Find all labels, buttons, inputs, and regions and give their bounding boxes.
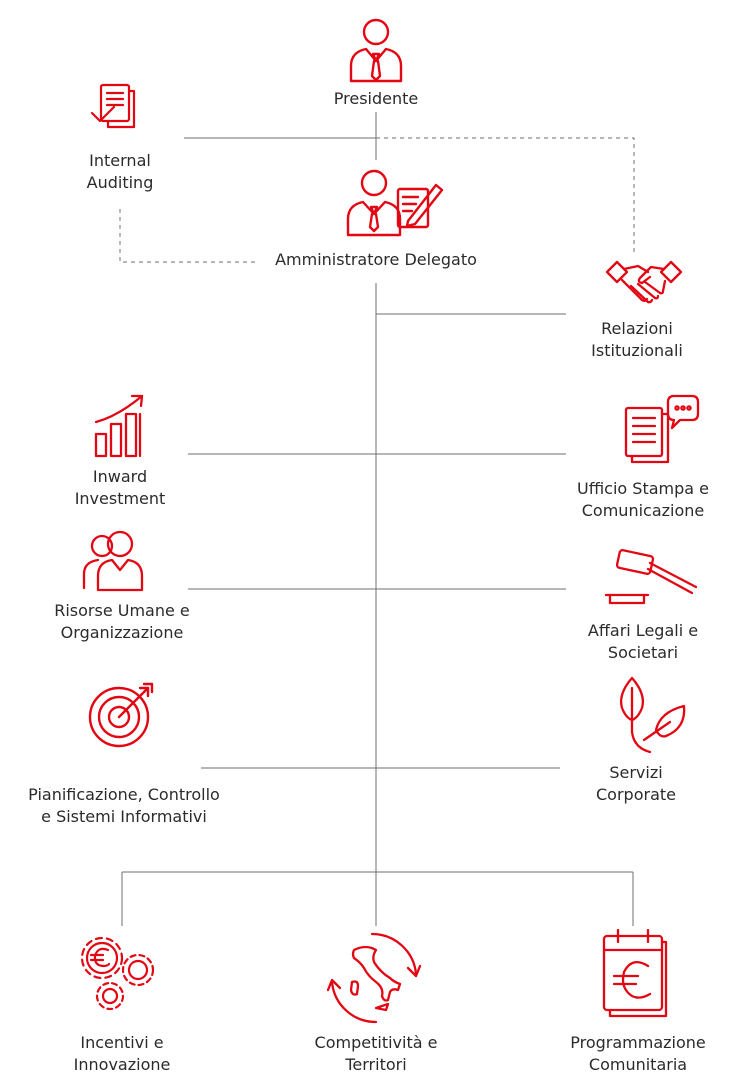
label-affari-legali: Affari Legali e Societari — [587, 621, 699, 662]
leaf-plant-icon — [619, 676, 686, 754]
document-speech-bubble-icon — [624, 394, 700, 464]
people-icon — [82, 530, 144, 592]
handshake-icon — [605, 260, 683, 304]
businessman-icon — [349, 18, 403, 83]
label-amministratore-delegato: Amministratore Delegato — [275, 250, 477, 269]
label-programmazione: Programmazione Comunitaria — [570, 1033, 706, 1074]
label-risorse-umane: Risorse Umane e Organizzazione — [54, 601, 190, 642]
businessman-signing-icon — [346, 169, 444, 237]
label-internal-auditing: Internal Auditing — [86, 151, 154, 192]
label-ufficio-stampa: Ufficio Stampa e Comunicazione — [576, 479, 709, 520]
target-icon — [88, 682, 154, 748]
label-servizi-corporate: Servizi Corporate — [596, 763, 676, 804]
euro-gears-icon — [80, 936, 155, 1011]
label-relazioni-istituzionali: Relazioni Istituzionali — [591, 319, 683, 360]
label-presidente: Presidente — [333, 89, 419, 108]
label-incentivi: Incentivi e Innovazione — [73, 1033, 171, 1074]
auditing-ad-dashed-line — [119, 209, 258, 263]
label-competitivita: Competitività e Territori — [314, 1033, 438, 1074]
label-inward-investment: Inward Investment — [74, 467, 166, 508]
presidente-relazioni-dashed-line — [376, 137, 635, 252]
italy-map-icon — [326, 932, 422, 1024]
label-pianificazione: Pianificazione, Controllo e Sistemi Info… — [28, 785, 220, 826]
euro-calendar-icon — [602, 928, 668, 1018]
checklist-document-icon — [90, 83, 136, 129]
growth-bar-chart-icon — [94, 394, 144, 458]
gavel-icon — [604, 549, 698, 605]
